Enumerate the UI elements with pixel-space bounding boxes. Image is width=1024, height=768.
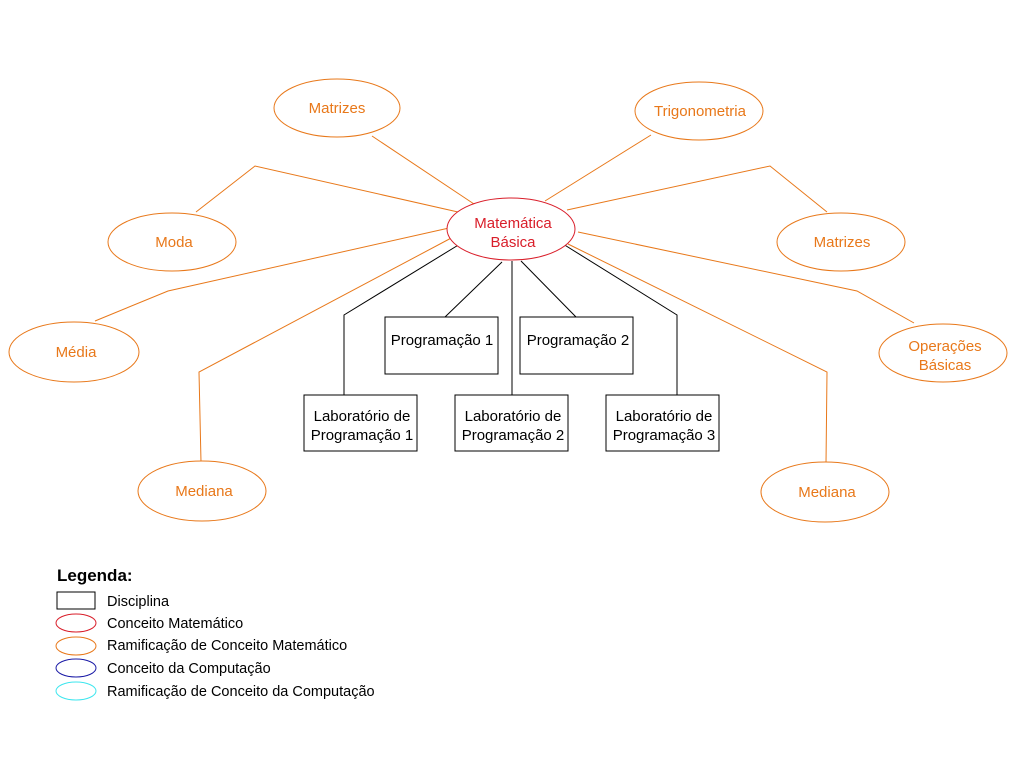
node-label-line2: Programação 1 bbox=[311, 427, 414, 444]
node-matrizes-right[interactable]: Matrizes bbox=[776, 212, 906, 272]
connector-matrizes-right bbox=[566, 165, 828, 213]
legend-swatch-ellipse bbox=[55, 658, 97, 678]
branch-connectors bbox=[94, 134, 915, 465]
legend-label: Conceito Matemático bbox=[107, 616, 243, 632]
node-mediana-left[interactable]: Mediana bbox=[137, 460, 267, 522]
node-moda[interactable]: Moda bbox=[107, 212, 237, 272]
connector-moda bbox=[195, 165, 459, 213]
legend-label: Ramificação de Conceito da Computação bbox=[107, 684, 375, 700]
node-label: Trigonometria bbox=[654, 103, 747, 120]
legend-swatch-rectangle bbox=[56, 591, 96, 610]
node-programacao-2[interactable]: Programação 2 bbox=[519, 316, 634, 375]
legend-label: Ramificação de Conceito Matemático bbox=[107, 638, 347, 654]
connector-lab1 bbox=[343, 243, 461, 395]
node-label-line2: Programação 2 bbox=[462, 427, 565, 444]
connector-lab3 bbox=[562, 243, 678, 395]
connector-operacoes bbox=[577, 231, 915, 324]
legend-swatch-ellipse bbox=[55, 636, 97, 656]
legend-item-ramificacao-computacao: Ramificação de Conceito da Computação bbox=[55, 681, 375, 701]
node-label: Mediana bbox=[798, 484, 856, 501]
node-label: Matrizes bbox=[309, 100, 366, 117]
connector-trigonometria bbox=[544, 134, 652, 202]
node-matrizes-top[interactable]: Matrizes bbox=[273, 78, 401, 138]
node-label: Programação 1 bbox=[391, 332, 494, 349]
node-label: Programação 2 bbox=[527, 332, 630, 349]
legend-swatch-ellipse bbox=[55, 613, 97, 633]
node-operacoes-basicas[interactable]: Operações Básicas bbox=[878, 323, 1008, 383]
node-label: Matrizes bbox=[814, 234, 871, 251]
node-laboratorio-programacao-3[interactable]: Laboratório de Programação 3 bbox=[605, 394, 720, 452]
connector-matrizes-top bbox=[371, 135, 475, 205]
legend-item-conceito-computacao: Conceito da Computação bbox=[55, 658, 271, 678]
node-label-line2: Básicas bbox=[919, 357, 972, 374]
connector-prog1 bbox=[444, 261, 503, 318]
legend-swatch-ellipse bbox=[55, 681, 97, 701]
node-mediana-right[interactable]: Mediana bbox=[760, 461, 890, 523]
node-matematica-basica[interactable]: Matemática Básica bbox=[446, 197, 576, 261]
node-label-line1: Laboratório de bbox=[314, 408, 411, 425]
node-trigonometria[interactable]: Trigonometria bbox=[634, 81, 764, 141]
node-media[interactable]: Média bbox=[8, 321, 140, 383]
legend: Legenda: Disciplina Conceito Matemático … bbox=[55, 566, 375, 701]
node-label-line2: Programação 3 bbox=[613, 427, 716, 444]
node-label-line1: Matemática bbox=[474, 215, 552, 232]
node-laboratorio-programacao-2[interactable]: Laboratório de Programação 2 bbox=[454, 394, 569, 452]
connector-prog2 bbox=[520, 260, 577, 318]
node-label-line2: Básica bbox=[490, 234, 536, 251]
legend-item-ramificacao-matematico: Ramificação de Conceito Matemático bbox=[55, 636, 347, 656]
legend-item-disciplina: Disciplina bbox=[56, 591, 170, 610]
node-label: Mediana bbox=[175, 483, 233, 500]
node-label-line1: Operações bbox=[908, 338, 981, 355]
node-label-line1: Laboratório de bbox=[616, 408, 713, 425]
connector-mediana-left bbox=[198, 235, 456, 463]
node-programacao-1[interactable]: Programação 1 bbox=[384, 316, 499, 375]
legend-item-conceito-matematico: Conceito Matemático bbox=[55, 613, 243, 633]
node-label: Média bbox=[56, 344, 98, 361]
connector-media bbox=[94, 227, 450, 322]
legend-label: Disciplina bbox=[107, 594, 170, 610]
legend-label: Conceito da Computação bbox=[107, 661, 271, 677]
node-label-line1: Laboratório de bbox=[465, 408, 562, 425]
discipline-connectors bbox=[343, 243, 678, 395]
legend-title: Legenda: bbox=[57, 566, 133, 585]
node-laboratorio-programacao-1[interactable]: Laboratório de Programação 1 bbox=[303, 394, 418, 452]
connector-mediana-right bbox=[567, 243, 828, 465]
node-label: Moda bbox=[155, 234, 193, 251]
